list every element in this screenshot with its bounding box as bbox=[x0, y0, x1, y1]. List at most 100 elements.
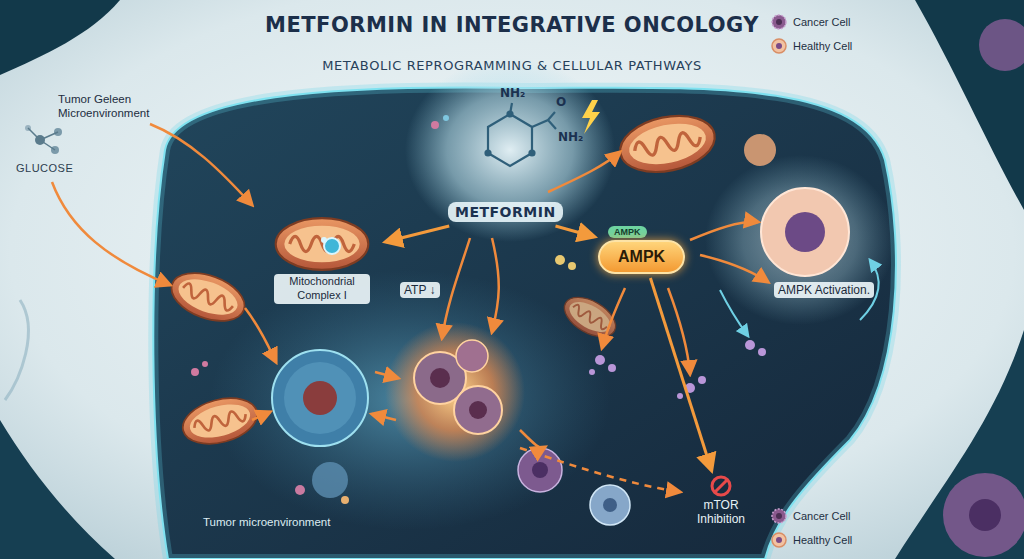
atom-label: O bbox=[556, 95, 566, 109]
signal-molecules-part bbox=[595, 355, 605, 365]
cell-body bbox=[153, 58, 896, 559]
pathway-connector bbox=[556, 226, 595, 237]
healthy-cell-part bbox=[761, 188, 849, 276]
tumor-cells-part bbox=[295, 485, 305, 495]
mitochondrion-art bbox=[262, 212, 382, 274]
pathway-arrows-part bbox=[52, 182, 170, 285]
lightning bbox=[582, 100, 600, 134]
inhibition-symbol bbox=[712, 477, 730, 495]
mitochondria-part bbox=[178, 391, 262, 452]
metformin-molecule-part bbox=[488, 114, 532, 166]
pathway-label: AMPK Activation. bbox=[774, 282, 874, 298]
ampk-node: AMPKAMPK bbox=[598, 226, 685, 274]
legend-text: Healthy Cell bbox=[793, 40, 852, 52]
glucose-molecule-part bbox=[28, 128, 58, 150]
pathway-arrows-part bbox=[150, 124, 252, 205]
molecule-label: GLUCOSE bbox=[16, 162, 73, 174]
tumor-cells-part bbox=[284, 362, 356, 434]
pathway-arrows-part bbox=[245, 308, 276, 362]
legend-icon bbox=[772, 15, 786, 29]
mtor-node: mTOR Inhibition bbox=[688, 474, 754, 527]
cyan-arrows bbox=[720, 260, 879, 336]
mitochondria-part bbox=[615, 108, 720, 180]
healthy-cell-part bbox=[744, 134, 776, 166]
cell-body-part bbox=[405, 58, 615, 242]
metformin-molecule-part bbox=[508, 112, 513, 117]
tumor-cells-part bbox=[469, 401, 487, 419]
background-part bbox=[969, 499, 1001, 531]
drug-name: METFORMIN bbox=[448, 202, 563, 222]
legend-icon bbox=[770, 37, 788, 55]
inhibition-label: mTOR Inhibition bbox=[688, 498, 754, 527]
legend-icon bbox=[776, 19, 782, 25]
legend-text: Healthy Cell bbox=[793, 534, 852, 546]
signal-molecules-part bbox=[568, 262, 576, 270]
metformin-molecule bbox=[486, 103, 557, 166]
metabolite-label: ATP ↓ bbox=[400, 282, 440, 298]
callout-label: Tumor Geleen Microenvironment bbox=[58, 92, 170, 121]
signal-molecules-part bbox=[555, 255, 565, 265]
background-part bbox=[943, 473, 1024, 557]
tumor-cells-part bbox=[312, 462, 348, 498]
tumor-cells-part bbox=[385, 322, 525, 462]
metformin-molecule-part bbox=[486, 151, 491, 156]
signal-molecules-part bbox=[677, 393, 683, 399]
healthy-cell bbox=[744, 134, 849, 276]
signal-molecules-part bbox=[745, 340, 755, 350]
pathway-arrows-part bbox=[700, 255, 768, 282]
tumor-cells-part bbox=[532, 462, 548, 478]
subtitle: METABOLIC REPROGRAMMING & CELLULAR PATHW… bbox=[0, 58, 1024, 73]
legend-icon bbox=[770, 13, 788, 31]
mitochondrion-node: Mitochondrial Complex I bbox=[262, 212, 382, 304]
cell-body-part bbox=[210, 270, 610, 530]
signal-molecules-part bbox=[589, 369, 595, 375]
tumor-cells-part bbox=[303, 381, 337, 415]
tumor-cells-part bbox=[341, 496, 349, 504]
pathway-connector bbox=[650, 278, 711, 470]
legend-item: Healthy Cell bbox=[770, 37, 852, 55]
legend-icon bbox=[772, 533, 786, 547]
tumor-cells-part bbox=[518, 448, 562, 492]
tumor-cells-part bbox=[590, 485, 630, 525]
mitochondrion-art bbox=[262, 212, 382, 274]
mitochondrion-art bbox=[321, 237, 327, 243]
tumor-cells-part bbox=[454, 386, 502, 434]
background-part bbox=[0, 0, 120, 75]
legend-icon bbox=[776, 537, 782, 543]
legend-icon bbox=[776, 43, 782, 49]
cell-body-part bbox=[153, 88, 896, 559]
pathway-arrows-part bbox=[602, 288, 625, 348]
atom-label: NH₂ bbox=[500, 86, 525, 100]
diagram-title: METFORMIN IN INTEGRATIVE ONCOLOGY bbox=[0, 13, 1024, 37]
signal-molecules-part bbox=[431, 121, 439, 129]
signal-molecules-part bbox=[443, 115, 449, 121]
legend-icon bbox=[770, 507, 788, 525]
pathway-arrows-part bbox=[252, 412, 270, 420]
dashed-arrow-part bbox=[520, 448, 680, 492]
pathway-arrows-part bbox=[668, 288, 690, 374]
pathway-arrows bbox=[52, 124, 768, 448]
inhibition-symbol bbox=[709, 474, 733, 498]
signal-molecules-part bbox=[191, 368, 199, 376]
legend-text: Cancer Cell bbox=[793, 16, 850, 28]
signal-molecules-part bbox=[698, 376, 706, 384]
tumor-cells bbox=[272, 322, 630, 525]
pathway-arrows-part bbox=[520, 430, 545, 448]
legend-icon bbox=[776, 513, 782, 519]
pathway-arrows-part bbox=[690, 222, 758, 240]
tumor-cells-part bbox=[272, 350, 368, 446]
legend-icon bbox=[770, 531, 788, 549]
inhibition-symbol bbox=[715, 480, 727, 492]
background-part bbox=[5, 300, 28, 400]
legend-icon bbox=[772, 39, 786, 53]
cell-body-part bbox=[153, 88, 896, 559]
pathway-arrows-part bbox=[372, 414, 396, 420]
cell-body-part bbox=[705, 155, 895, 325]
cyan-arrows-part bbox=[720, 290, 748, 336]
healthy-cell-part bbox=[785, 212, 825, 252]
metformin-molecule-part bbox=[532, 112, 556, 129]
organelle-label: Mitochondrial Complex I bbox=[274, 274, 370, 304]
